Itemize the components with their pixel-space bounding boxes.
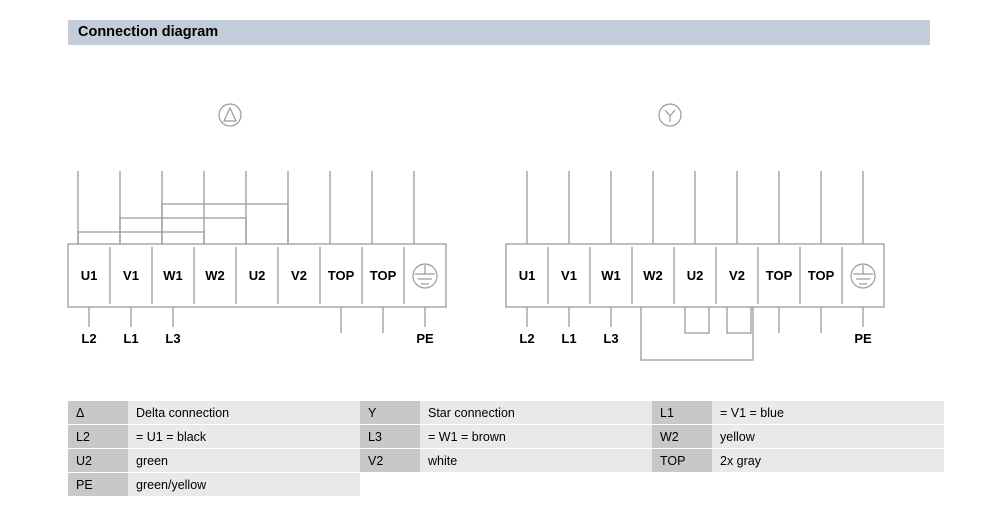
star-terminal-label: W1 xyxy=(601,268,621,283)
delta-bottom-wires xyxy=(88,307,426,333)
legend-value: Delta connection xyxy=(128,401,360,424)
delta-earth-icon xyxy=(412,263,438,289)
star-bottom-label: PE xyxy=(854,331,872,346)
delta-terminal-dividers xyxy=(109,247,405,304)
delta-terminal-label: TOP xyxy=(328,268,355,283)
legend-cell-group: TOP 2x gray xyxy=(652,449,944,472)
page-title: Connection diagram xyxy=(78,24,219,40)
legend-empty-cell xyxy=(360,473,647,496)
legend-cell-group: Y Star connection xyxy=(360,401,652,424)
wiring-diagram: .wire{stroke:#9a9a9a;stroke-width:1.3;fi… xyxy=(67,103,885,361)
star-bottom-wires xyxy=(526,307,864,333)
delta-terminal-block xyxy=(67,243,447,308)
delta-bridge-u1-w2 xyxy=(77,231,205,244)
legend-cell-group: L1 = V1 = blue xyxy=(652,401,944,424)
star-bottom-label: L2 xyxy=(519,331,534,346)
delta-terminal-label: U2 xyxy=(249,268,266,283)
delta-terminal-label: V2 xyxy=(291,268,307,283)
star-terminal-label: U1 xyxy=(519,268,536,283)
star-terminal-label: TOP xyxy=(808,268,835,283)
delta-bottom-label: L1 xyxy=(123,331,138,346)
legend-value: = V1 = blue xyxy=(712,401,944,424)
delta-symbol xyxy=(218,103,242,127)
legend-row: Δ Delta connection Y Star connection L1 … xyxy=(68,401,944,424)
delta-terminal-label: W2 xyxy=(205,268,225,283)
star-connection-group: U1 V1 W1 W2 U2 V2 TOP TOP xyxy=(505,103,885,361)
legend-cell-group: U2 green xyxy=(68,449,360,472)
star-terminal-label: U2 xyxy=(687,268,704,283)
star-top-wires xyxy=(526,171,864,244)
legend-value: 2x gray xyxy=(712,449,944,472)
legend-key: Δ xyxy=(68,401,128,424)
legend-cell-group: PE green/yellow xyxy=(68,473,360,496)
star-bridge-w2-v2 xyxy=(640,307,754,361)
delta-terminal-label: U1 xyxy=(81,268,98,283)
legend-cell-group: V2 white xyxy=(360,449,652,472)
delta-bottom-label: L2 xyxy=(81,331,96,346)
legend-empty-cell xyxy=(647,473,934,496)
star-jumper-v2 xyxy=(726,307,752,334)
legend-cell-group: L3 = W1 = brown xyxy=(360,425,652,448)
legend-key: W2 xyxy=(652,425,712,448)
legend-value: Star connection xyxy=(420,401,652,424)
star-terminal-label: TOP xyxy=(766,268,793,283)
legend-cell-group: W2 yellow xyxy=(652,425,944,448)
star-jumper-u2 xyxy=(684,307,710,334)
star-terminal-label: V1 xyxy=(561,268,577,283)
delta-terminal-label: TOP xyxy=(370,268,397,283)
star-terminal-block xyxy=(505,243,885,308)
legend-cell-group: Δ Delta connection xyxy=(68,401,360,424)
legend-row: PE green/yellow xyxy=(68,473,933,496)
star-bottom-label: L3 xyxy=(603,331,618,346)
legend-value: yellow xyxy=(712,425,944,448)
legend-value: = W1 = brown xyxy=(420,425,652,448)
legend-key: U2 xyxy=(68,449,128,472)
delta-terminal-label: V1 xyxy=(123,268,139,283)
legend-value: white xyxy=(420,449,652,472)
legend-row: L2 = U1 = black L3 = W1 = brown W2 yello… xyxy=(68,425,944,448)
star-terminal-dividers xyxy=(547,247,843,304)
legend-table: Δ Delta connection Y Star connection L1 … xyxy=(68,401,944,497)
delta-bottom-label: L3 xyxy=(165,331,180,346)
legend-key: L1 xyxy=(652,401,712,424)
legend-cell-group: L2 = U1 = black xyxy=(68,425,360,448)
star-terminal-label: W2 xyxy=(643,268,663,283)
delta-terminal-label: W1 xyxy=(163,268,183,283)
legend-value: green xyxy=(128,449,360,472)
delta-bridge-w1-v2 xyxy=(161,203,289,244)
delta-bottom-label: PE xyxy=(416,331,434,346)
star-bottom-label: L1 xyxy=(561,331,576,346)
legend-value: = U1 = black xyxy=(128,425,360,448)
section-header-bar: Connection diagram xyxy=(68,20,930,45)
legend-key: L3 xyxy=(360,425,420,448)
star-terminal-label: V2 xyxy=(729,268,745,283)
star-earth-icon xyxy=(850,263,876,289)
legend-key: TOP xyxy=(652,449,712,472)
delta-connection-group: U1 V1 W1 W2 U2 V2 TOP TOP xyxy=(67,103,447,346)
legend-value: green/yellow xyxy=(128,473,360,496)
legend-key: V2 xyxy=(360,449,420,472)
legend-row: U2 green V2 white TOP 2x gray xyxy=(68,449,944,472)
legend-key: Y xyxy=(360,401,420,424)
delta-bridge-v1-u2 xyxy=(119,217,247,244)
star-symbol xyxy=(658,103,682,127)
legend-key: PE xyxy=(68,473,128,496)
legend-key: L2 xyxy=(68,425,128,448)
